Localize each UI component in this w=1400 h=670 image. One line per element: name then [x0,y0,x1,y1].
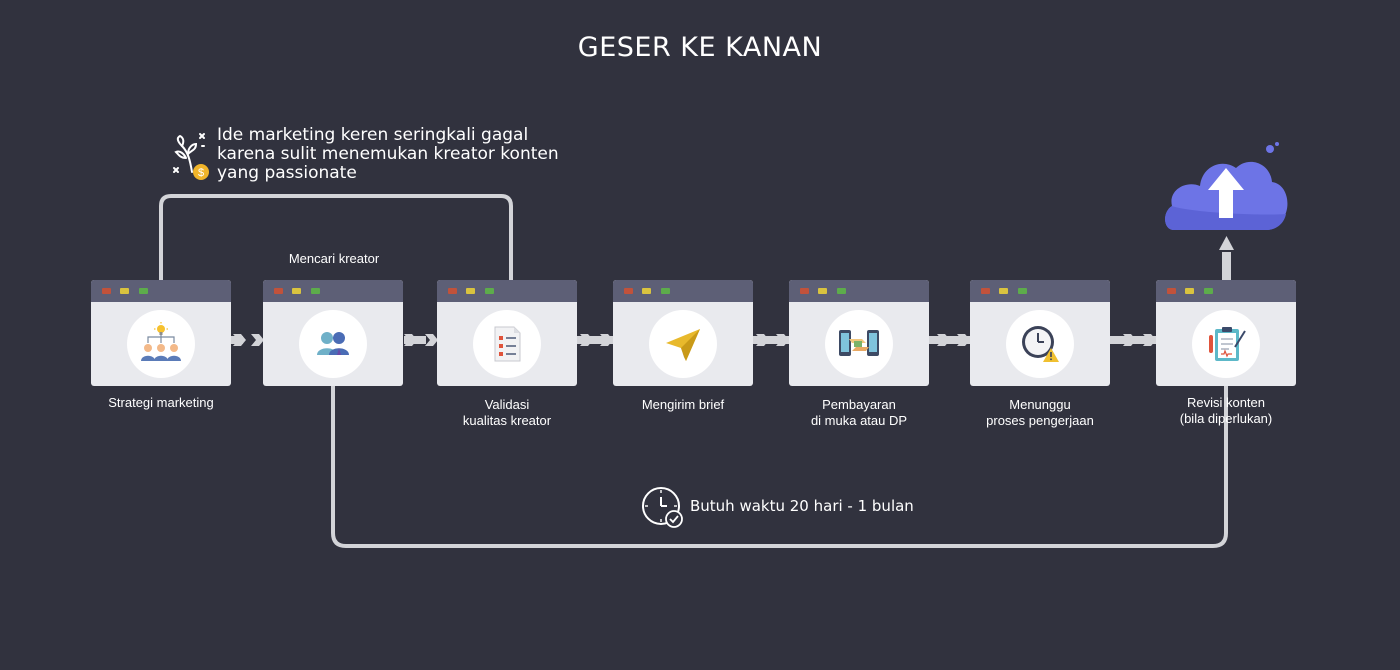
step-card-mencari [263,280,403,386]
window-dot-yellow [466,288,475,294]
step-label-revisi: Revisi konten (bila diperlukan) [1136,395,1316,427]
arrow-connector-3 [577,334,613,346]
duration-text: Butuh waktu 20 hari - 1 bulan [690,497,914,515]
growth-money-icon: $ [173,133,209,180]
window-dot-green [139,288,148,294]
checklist-icon [494,326,521,362]
step-label-brief: Mengirim brief [593,397,773,413]
step-label-pembayaran: Pembayaran di muka atau DP [769,397,949,429]
step-card-menunggu [970,280,1110,386]
arrow-connector-4 [753,334,789,346]
note-line: karena sulit menemukan kreator konten [217,144,559,164]
step-card-strategi [91,280,231,386]
window-dot-green [311,288,320,294]
step-label-menunggu: Menunggu proses pengerjaan [950,397,1130,429]
medical-report-icon [1209,327,1246,361]
loop-connector-bottom [331,386,1228,548]
paper-plane-icon [666,329,700,361]
icon-circle [1006,310,1074,378]
step-label-line: Pembayaran [822,397,896,412]
window-dot-yellow [818,288,827,294]
window-dot-yellow [999,288,1008,294]
window-dot-red [624,288,633,294]
svg-text:$: $ [198,167,204,179]
step-card-validasi [437,280,577,386]
step-label-line: proses pengerjaan [986,413,1094,428]
window-bar [970,280,1110,302]
upload-arrow [1219,236,1234,280]
window-dot-green [661,288,670,294]
window-dot-red [102,288,111,294]
icon-circle [299,310,367,378]
window-bar [437,280,577,302]
window-dot-red [1167,288,1176,294]
clock-check-icon [642,487,683,528]
window-dot-green [485,288,494,294]
icon-circle [825,310,893,378]
team-idea-icon [141,322,181,361]
people-icon [317,332,349,355]
arrow-connector-2 [404,334,438,346]
icon-circle [473,310,541,378]
step-label-line: Revisi konten [1186,395,1266,410]
step-label-line: (bila diperlukan) [1179,411,1273,426]
window-dot-yellow [292,288,301,294]
icon-circle [649,310,717,378]
window-dot-red [448,288,457,294]
icon-circle [127,310,195,378]
note-line: Ide marketing keren seringkali gagal [217,125,529,145]
window-dot-green [837,288,846,294]
window-bar [91,280,231,302]
window-bar [613,280,753,302]
page-title: GESER KE KANAN [577,32,823,63]
window-bar [789,280,929,302]
step-label-mencari: Mencari kreator [244,251,424,267]
arrow-connector-6 [1110,334,1156,346]
cloud-upload-icon [1165,142,1288,230]
window-bar [1156,280,1296,302]
step-label-strategi: Strategi marketing [71,395,251,411]
step-card-brief [613,280,753,386]
icon-circle [1192,310,1260,378]
step-label-line: Mengirim brief [641,397,725,412]
step-label-line: Validasi [484,397,530,412]
phone-transfer-icon [839,330,879,356]
step-label-line: Mencari kreator [288,251,380,266]
step-label-line: Menunggu [1009,397,1071,412]
window-dot-red [800,288,809,294]
window-bar [263,280,403,302]
arrow-connector-1 [231,334,264,346]
window-dot-green [1204,288,1213,294]
window-dot-green [1018,288,1027,294]
step-label-line: di muka atau DP [810,413,908,428]
window-dot-yellow [1185,288,1194,294]
step-label-line: kualitas kreator [462,413,552,428]
window-dot-red [981,288,990,294]
step-label-validasi: Validasi kualitas kreator [417,397,597,429]
note-text: Ide marketing keren seringkali gagal kar… [217,126,559,183]
clock-warning-icon [1022,326,1059,362]
window-dot-yellow [642,288,651,294]
window-dot-red [274,288,283,294]
step-card-revisi [1156,280,1296,386]
window-dot-yellow [120,288,129,294]
loop-connector-top [159,194,513,280]
step-label-line: Strategi marketing [108,395,214,410]
step-card-pembayaran [789,280,929,386]
note-line: yang passionate [217,163,357,183]
arrow-connector-5 [929,334,970,346]
